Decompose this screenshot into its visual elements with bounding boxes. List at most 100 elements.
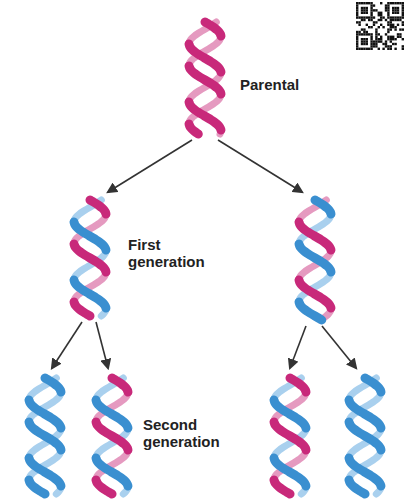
qr-cell [373,16,375,18]
qr-cell [394,16,396,18]
strand-front [349,400,381,428]
qr-cell [356,7,358,9]
qr-cell [394,2,396,4]
qr-cell [390,45,392,47]
qr-cell [387,24,389,26]
qr-cell [402,28,404,30]
strand-front [299,302,322,320]
dna-helix [274,378,306,494]
strand-front [299,222,331,250]
qr-cell [392,12,394,14]
qr-cell [378,48,380,50]
arrows [52,140,356,368]
qr-cell [387,45,389,47]
strand-front [29,458,61,486]
qr-cell [397,9,399,11]
qr-cell [387,14,389,16]
qr-cell [385,9,387,11]
qr-cell [358,24,360,26]
qr-cell [366,31,368,33]
qr-cell [399,19,401,21]
qr-cell [394,38,396,40]
qr-cell [358,31,360,33]
strand-front [96,400,128,428]
qr-cell [361,2,363,4]
qr-cell [356,31,358,33]
qr-cell [392,38,394,40]
qr-cell [373,21,375,23]
strand-front [96,458,128,486]
qr-cell [368,26,370,28]
qr-cell [378,33,380,35]
qr-cell [387,48,389,50]
qr-cell [394,12,396,14]
qr-cell [402,2,404,4]
qr-cell [366,33,368,35]
generation-label: Second generation [143,416,243,450]
qr-cell [397,24,399,26]
qr-cell [392,26,394,28]
qr-cell [402,7,404,9]
generation-label: First generation [128,236,220,270]
qr-cell [375,40,377,42]
qr-cell [363,12,365,14]
qr-cell [390,16,392,18]
dna-helix [299,200,331,320]
qr-cell [370,33,372,35]
qr-cell [387,38,389,40]
qr-cell [375,9,377,11]
qr-cell [366,38,368,40]
qr-cell [382,43,384,45]
arrow [218,140,302,192]
qr-cell [399,16,401,18]
qr-cell [373,24,375,26]
qr-cell [392,24,394,26]
qr-cell [370,45,372,47]
qr-cell [394,19,396,21]
qr-cell [387,21,389,23]
qr-cell [375,36,377,38]
strand-front [274,400,306,428]
qr-cell [356,38,358,40]
qr-cell [392,9,394,11]
qr-cell [380,16,382,18]
strand-front [90,200,106,214]
strand-front [189,124,198,134]
qr-cell [390,19,392,21]
qr-cell [356,12,358,14]
qr-cell [390,36,392,38]
dna-helix [29,378,61,494]
strand-front [274,458,306,486]
qr-cell [370,48,372,50]
qr-cell [370,9,372,11]
dna-helix [96,378,128,494]
arrow [290,326,306,368]
strand-front [365,378,381,392]
qr-cell [361,38,363,40]
qr-cell [378,12,380,14]
qr-cell [375,33,377,35]
qr-cell [387,36,389,38]
qr-cell [375,21,377,23]
qr-cell [366,2,368,4]
qr-cell [378,26,380,28]
qr-cell [392,7,394,9]
qr-cell [402,16,404,18]
qr-cell [385,4,387,6]
qr-cell [378,19,380,21]
dna-helix [189,22,221,134]
qr-cell [378,38,380,40]
qr-cell [399,33,401,35]
qr-cell [375,38,377,40]
qr-cell [402,21,404,23]
qr-cell [399,28,401,30]
dna-helix [349,378,381,494]
qr-cell [387,16,389,18]
qr-cell [370,36,372,38]
qr-cell [380,36,382,38]
qr-cell [363,31,365,33]
qr-cell [370,16,372,18]
qr-cell [380,24,382,26]
qr-cell [390,28,392,30]
